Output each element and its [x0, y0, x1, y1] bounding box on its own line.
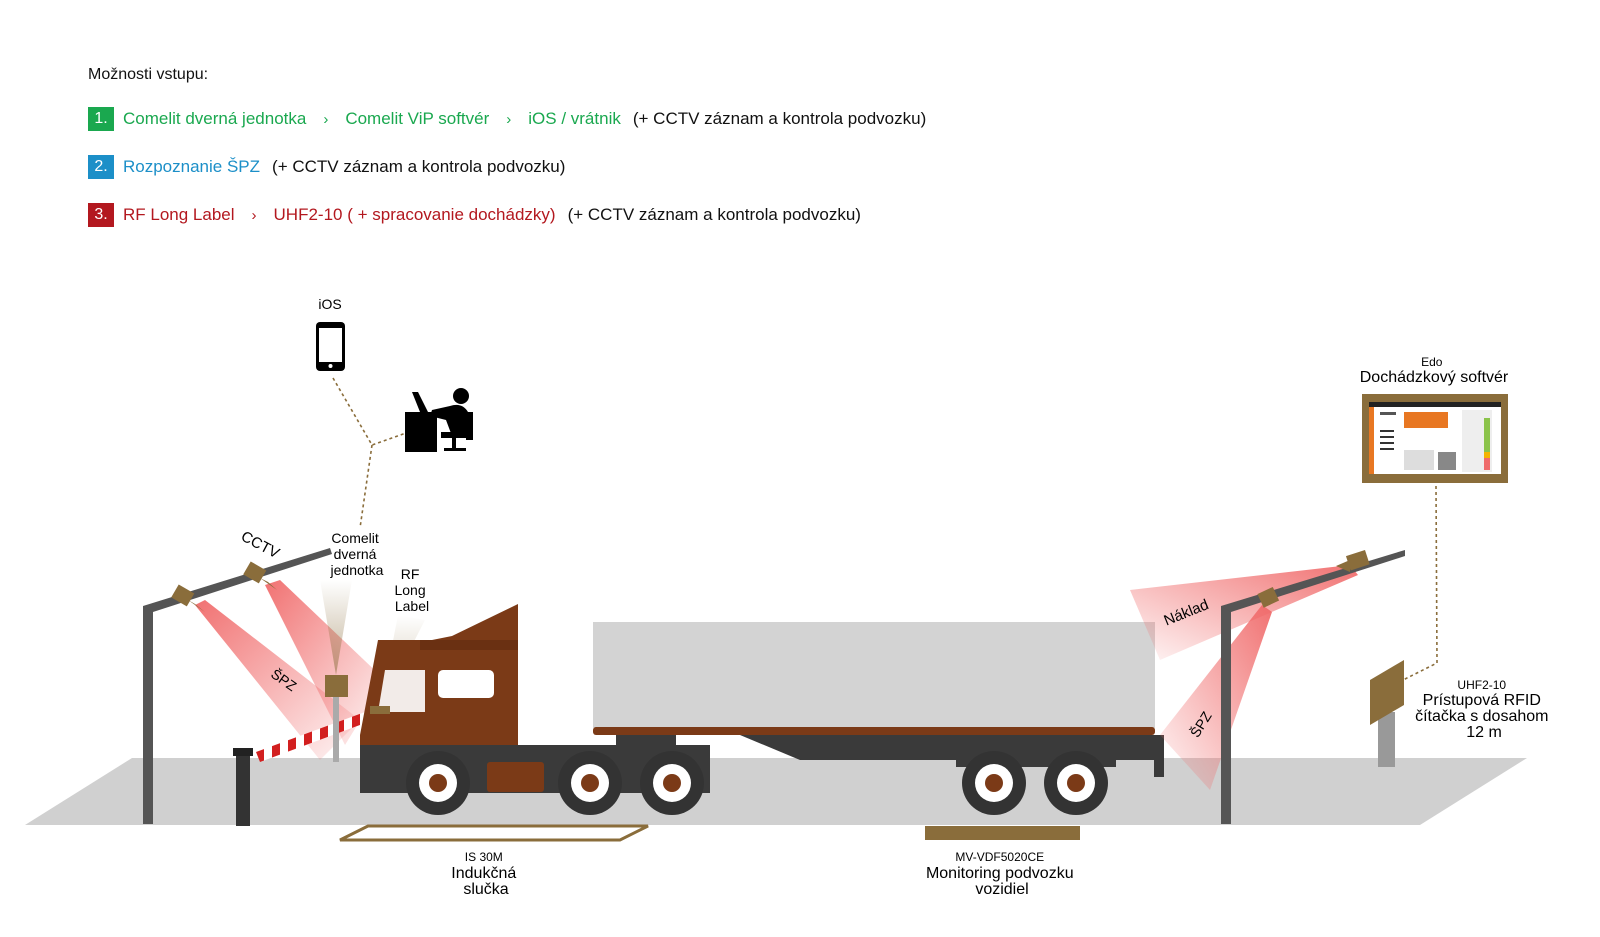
- mv-label: MV-VDF5020CE Monitoring podvozku vozidie…: [926, 848, 1078, 898]
- truck: [360, 604, 1164, 815]
- loop-label: IS 30M Indukčná slučka: [451, 848, 520, 898]
- connection-lines: [332, 377, 1438, 681]
- uhf-rfid-reader: [1370, 660, 1404, 725]
- cctv-camera-icon: [171, 561, 277, 612]
- option-extra: (+ CCTV záznam a kontrola podvozku): [567, 205, 861, 224]
- option-3: 3. RF Long Label › UHF2-10 ( + spracovan…: [88, 202, 926, 228]
- spz-beam-right: [1160, 605, 1272, 790]
- edo-label: Edo Dochádzkový softvér: [1360, 353, 1509, 386]
- barrier: [233, 712, 368, 826]
- wheel: [558, 751, 622, 815]
- undercarriage-scanner: [925, 826, 1080, 840]
- wheels: [406, 751, 1108, 815]
- wheel: [962, 751, 1026, 815]
- option-step: Rozpoznanie ŠPZ: [123, 157, 261, 176]
- option-number: 2.: [88, 155, 114, 179]
- option-step: Comelit ViP softvér: [345, 109, 490, 128]
- option-step: Comelit dverná jednotka: [123, 109, 307, 128]
- cctv-camera-icon: [1257, 549, 1370, 608]
- comelit-door-unit: [325, 675, 348, 697]
- comelit-post: [333, 690, 339, 762]
- option-1: 1. Comelit dverná jednotka › Comelit ViP…: [88, 106, 926, 132]
- separator-icon: ›: [323, 110, 329, 128]
- legend-title: Možnosti vstupu:: [88, 66, 209, 83]
- spz-beam-left: [195, 600, 360, 760]
- gatekeeper-person-icon: [405, 388, 473, 452]
- smartphone-icon: [316, 322, 345, 371]
- comelit-label: Comelit dverná jednotka: [330, 530, 384, 578]
- wheel: [1044, 751, 1108, 815]
- wheel: [406, 751, 470, 815]
- option-step: iOS / vrátnik: [528, 109, 621, 128]
- uhf-label: UHF2-10 Prístupová RFID čítačka s dosaho…: [1415, 676, 1553, 741]
- option-number: 3.: [88, 203, 114, 227]
- cctv-label: CCTV: [238, 528, 282, 562]
- trailer: [593, 622, 1155, 728]
- option-extra: (+ CCTV záznam a kontrola podvozku): [272, 157, 566, 176]
- induction-loop: [339, 824, 649, 842]
- option-step: RF Long Label: [123, 205, 235, 224]
- option-step: UHF2-10 ( + spracovanie dochádzky): [273, 205, 556, 224]
- option-2: 2. Rozpoznanie ŠPZ (+ CCTV záznam a kont…: [88, 154, 926, 180]
- option-number: 1.: [88, 107, 114, 131]
- option-extra: (+ CCTV záznam a kontrola podvozku): [632, 109, 927, 128]
- cctv-beam: [265, 580, 385, 745]
- separator-icon: ›: [251, 206, 257, 224]
- ios-label: iOS: [318, 296, 341, 312]
- comelit-light: [320, 580, 352, 675]
- wheel: [640, 751, 704, 815]
- rf-long-label-label: RF Long Label: [394, 566, 429, 614]
- rfid-post: [1378, 712, 1395, 767]
- ground: [25, 758, 1527, 825]
- separator-icon: ›: [506, 110, 512, 128]
- input-options-legend: Možnosti vstupu: 1. Comelit dverná jedno…: [88, 66, 926, 250]
- attendance-software-monitor: [1362, 394, 1508, 483]
